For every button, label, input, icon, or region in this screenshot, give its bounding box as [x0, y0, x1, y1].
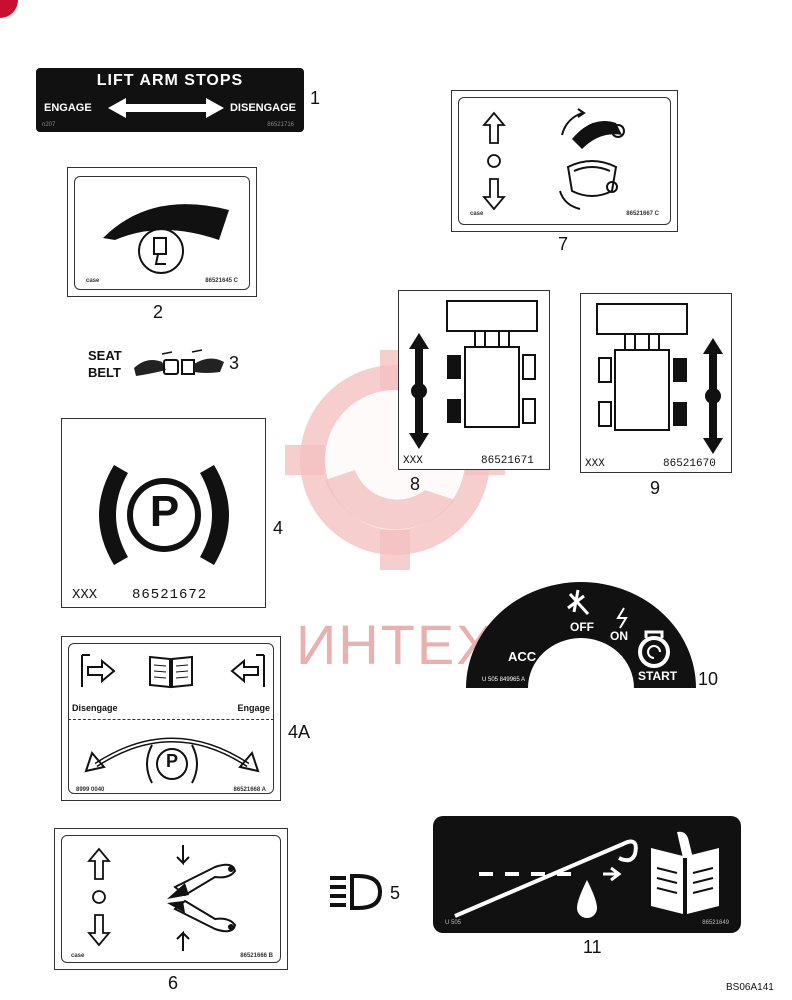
decal-code: 86521671 — [481, 455, 534, 467]
decal-code-left: 8999 0040 — [76, 787, 105, 793]
belt-label: BELT — [88, 365, 121, 380]
lift-arc-icon — [103, 204, 229, 240]
up-down-indicator-icon — [87, 847, 111, 947]
forward-reverse-arrow-icon — [409, 333, 429, 449]
decal-code: U 505 849965 A — [482, 677, 526, 683]
item-number-5: 5 — [390, 883, 401, 903]
decal-code-right: 86521716 — [267, 122, 294, 128]
decal-code-left: U 505 — [445, 920, 462, 926]
on-label: ON — [610, 629, 628, 643]
item-number-2: 2 — [153, 302, 164, 322]
decal-code-right: 86521668 A — [233, 787, 266, 793]
curved-double-arrow-icon — [84, 737, 260, 773]
decal-code-right: 86521649 — [702, 920, 729, 926]
decal-4a-frame — [68, 643, 274, 794]
acc-label: ACC — [508, 649, 537, 664]
decal-lift-arm-stops: LIFT ARM STOPS ENGAGE DISENGAGE n207 865… — [36, 68, 304, 132]
decal-code: 86521672 — [132, 587, 208, 603]
decal-11: U 505 86521649 — [433, 816, 741, 933]
dashed-divider — [68, 719, 274, 720]
decal-4: P XXX 86521672 — [61, 418, 266, 608]
loader-top-view-icon — [446, 300, 538, 428]
engage-arrow-icon — [230, 654, 265, 687]
item-number-4a: 4A — [288, 722, 311, 742]
manual-book-icon — [651, 831, 719, 914]
parking-brake-small-icon — [146, 744, 198, 784]
item-number-9: 9 — [650, 478, 661, 498]
double-arrow-icon — [108, 98, 224, 118]
decal-code: 86521645 C — [205, 278, 238, 284]
manual-book-icon — [149, 655, 193, 689]
decal-code-left: n207 — [42, 122, 56, 128]
up-down-indicator-icon — [482, 111, 506, 211]
disengage-label: Disengage — [72, 703, 118, 713]
decal-8: XXX 86521671 — [398, 290, 550, 470]
item-number-7: 7 — [558, 234, 569, 254]
headlight-icon — [330, 874, 383, 910]
start-label: START — [638, 669, 678, 683]
ignition-switch-decal — [466, 582, 696, 688]
decal-7-frame — [458, 97, 671, 225]
decal-prefix: XXX — [585, 458, 605, 470]
parking-symbol-small: P — [165, 751, 178, 771]
off-label: OFF — [570, 620, 594, 634]
decal-prefix: XXX — [72, 587, 98, 603]
disengage-label: DISENGAGE — [229, 102, 296, 114]
decal-maker: case — [470, 211, 484, 217]
seat-belt-icon — [134, 349, 224, 376]
parking-symbol: P — [149, 487, 180, 536]
watermark-text: ИНТЕХ — [296, 613, 496, 676]
decal-maker: case — [86, 278, 100, 284]
disengage-arrow-icon — [81, 654, 116, 687]
forward-reverse-arrow-icon — [703, 338, 723, 454]
engage-label: ENGAGE — [44, 102, 92, 114]
engine-gauge-icon — [138, 228, 184, 274]
decal-prefix: XXX — [403, 455, 423, 467]
decal-6: case 86521666 B — [54, 828, 288, 970]
engage-label: Engage — [237, 703, 270, 713]
decal-6-frame — [61, 835, 281, 963]
grease-point-icon — [454, 839, 638, 918]
parking-brake-icon — [99, 465, 229, 565]
decal-code: 86521670 — [663, 458, 716, 470]
item-number-11: 11 — [583, 937, 602, 957]
bucket-tilt-icon — [559, 108, 625, 210]
seat-label: SEAT — [88, 348, 122, 363]
item-number-1: 1 — [310, 88, 321, 108]
decal-2: case 86521645 C — [67, 167, 257, 297]
decal-maker: case — [71, 953, 85, 959]
decal-9: XXX 86521670 — [580, 293, 732, 473]
item-number-6: 6 — [168, 973, 179, 993]
loader-top-view-icon — [596, 303, 688, 431]
decal-7: case 86521667 C — [451, 90, 678, 232]
figure-code: BS06A141 — [726, 982, 774, 993]
red-corner-badge-icon — [0, 0, 18, 18]
lift-arm-raise-icon — [167, 845, 237, 951]
decal-2-frame — [74, 176, 250, 290]
decal-code: 86521667 C — [626, 211, 659, 217]
decal-title: LIFT ARM STOPS — [96, 72, 244, 89]
decal-code: 86521666 B — [240, 953, 273, 959]
item-number-10: 10 — [698, 669, 719, 689]
decal-4a: Disengage Engage P 8999 0040 86521668 A — [61, 636, 281, 801]
item-number-8: 8 — [410, 474, 421, 494]
item-number-3: 3 — [229, 353, 240, 373]
item-number-4: 4 — [273, 518, 284, 538]
